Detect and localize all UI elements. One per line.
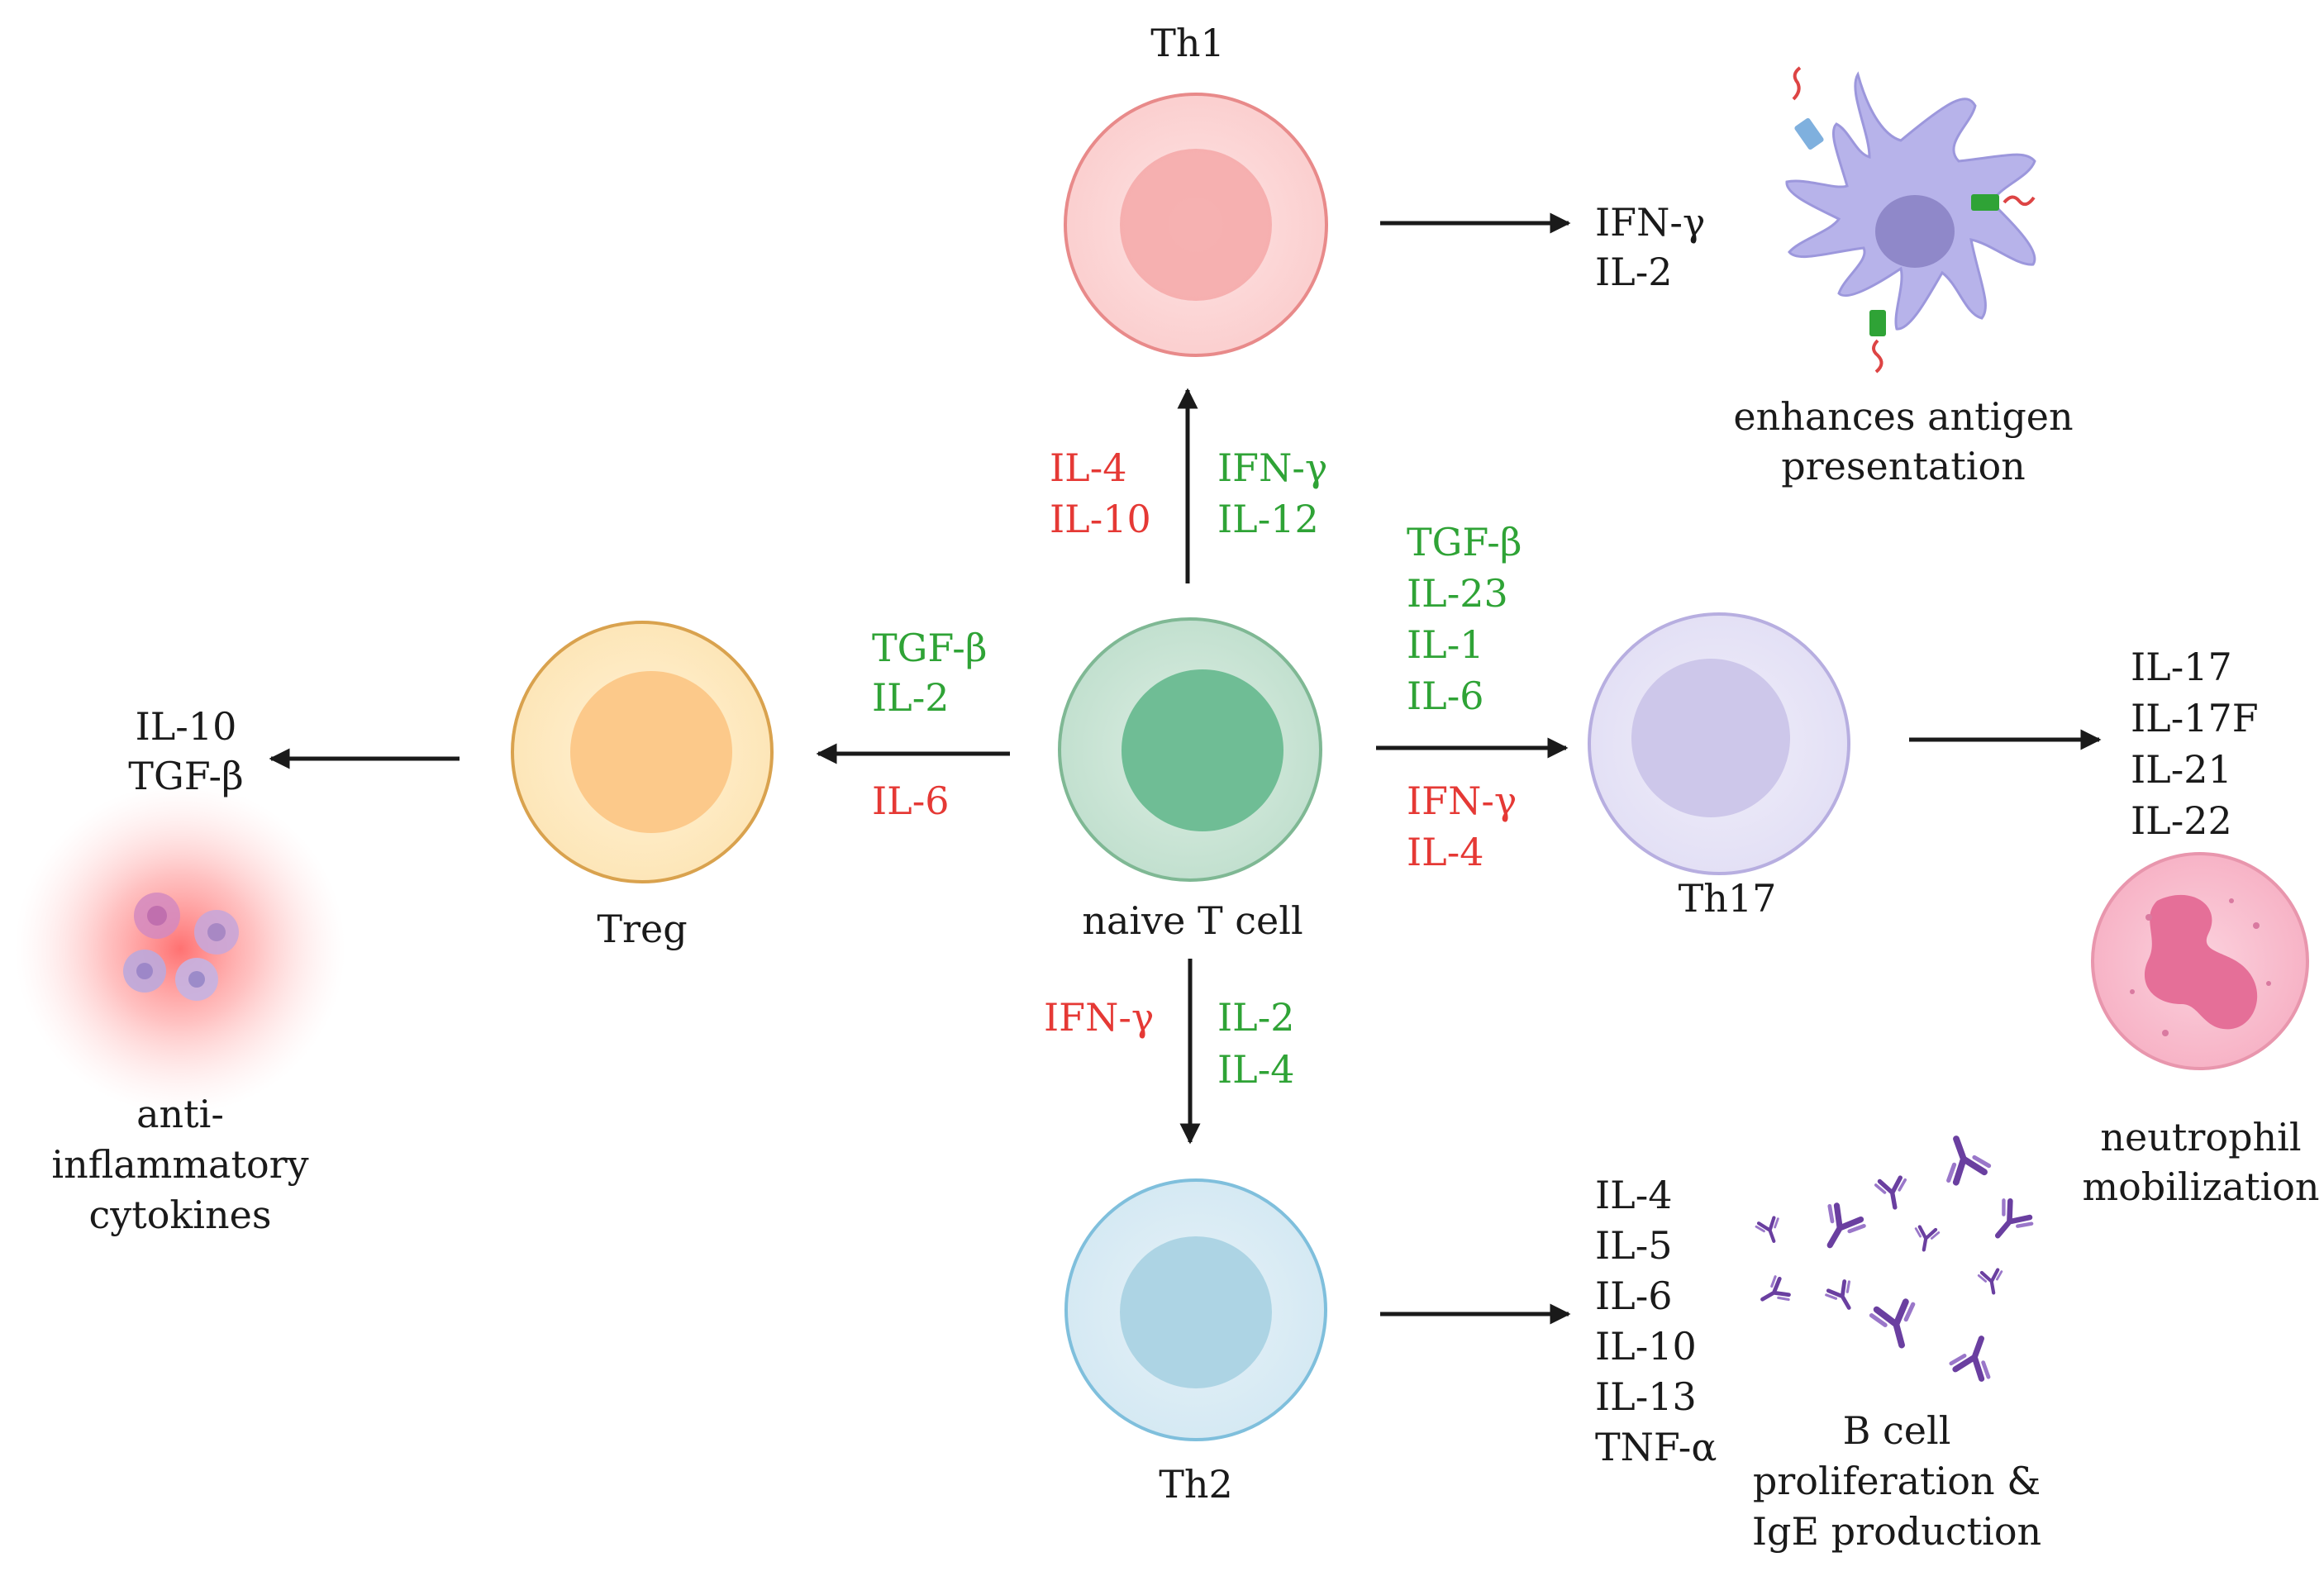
th2-cell	[1064, 1178, 1327, 1441]
th17-inhibit-signal-1: IFN-γ	[1407, 778, 1517, 823]
th2-label: Th2	[1159, 1462, 1233, 1507]
th17-promote-signal-1: TGF-β	[1407, 520, 1522, 564]
th2-output-2: IL-5	[1595, 1223, 1673, 1268]
th1-promote-signal-2: IL-12	[1217, 497, 1319, 541]
th1-label: Th1	[1150, 21, 1225, 65]
th1-cell	[1064, 93, 1328, 357]
th17-output-3: IL-21	[2131, 747, 2232, 792]
naive-t-cell-label: naive T cell	[1082, 898, 1302, 943]
th2-output-4: IL-10	[1595, 1324, 1697, 1369]
th2-inhibit-signal-1: IFN-γ	[1044, 995, 1154, 1040]
treg-effect-line-3: cytokines	[89, 1193, 272, 1237]
th2-promote-signal-1: IL-2	[1217, 995, 1295, 1040]
th2-promote-signal-2: IL-4	[1217, 1047, 1295, 1092]
treg-promote-signal-2: IL-2	[872, 675, 950, 720]
th17-inhibit-signal-2: IL-4	[1407, 830, 1484, 874]
th1-promote-signal-1: IFN-γ	[1217, 445, 1327, 490]
th2-output-3: IL-6	[1595, 1274, 1673, 1318]
th2-effect-line-2: proliferation &	[1753, 1459, 2041, 1503]
th1-inhibit-signal-2: IL-10	[1050, 497, 1151, 541]
treg-effect-line-1: anti-	[136, 1092, 224, 1136]
th2-output-5: IL-13	[1595, 1374, 1697, 1419]
naive-t-cell	[1058, 617, 1322, 882]
th2-effect-line-3: IgE production	[1752, 1509, 2041, 1554]
th1-effect-line-2: presentation	[1781, 444, 2026, 488]
th17-effect-line-1: neutrophil	[2100, 1115, 2301, 1159]
th17-cell	[1588, 612, 1850, 875]
th17-promote-signal-3: IL-1	[1407, 622, 1484, 667]
treg-output-1: IL-10	[136, 704, 237, 749]
th1-output-1: IFN-γ	[1595, 200, 1705, 245]
neutrophil-icon	[2091, 852, 2309, 1070]
antibodies-icon	[1755, 1131, 2034, 1381]
th2-output-6: TNF-α	[1595, 1425, 1717, 1469]
th1-effect-line-1: enhances antigen	[1733, 394, 2073, 439]
th1-output-2: IL-2	[1595, 250, 1673, 294]
dendritic-cell-icon	[1785, 66, 2036, 374]
treg-inhibit-signal-1: IL-6	[872, 778, 950, 823]
th17-output-2: IL-17F	[2131, 696, 2259, 740]
suppressed-cells-icon	[15, 783, 345, 1114]
th17-output-1: IL-17	[2131, 645, 2232, 689]
th17-promote-signal-2: IL-23	[1407, 571, 1508, 616]
treg-promote-signal-1: TGF-β	[872, 626, 987, 670]
treg-cell	[511, 621, 774, 883]
treg-effect-line-2: inflammatory	[51, 1142, 308, 1187]
th17-effect-line-2: mobilization	[2082, 1164, 2319, 1209]
th2-output-1: IL-4	[1595, 1173, 1673, 1217]
th2-effect-line-1: B cell	[1843, 1408, 1951, 1453]
th1-inhibit-signal-1: IL-4	[1050, 445, 1127, 490]
treg-label: Treg	[597, 907, 687, 951]
th17-promote-signal-4: IL-6	[1407, 674, 1484, 718]
th17-output-4: IL-22	[2131, 798, 2232, 843]
th17-label: Th17	[1679, 876, 1777, 921]
